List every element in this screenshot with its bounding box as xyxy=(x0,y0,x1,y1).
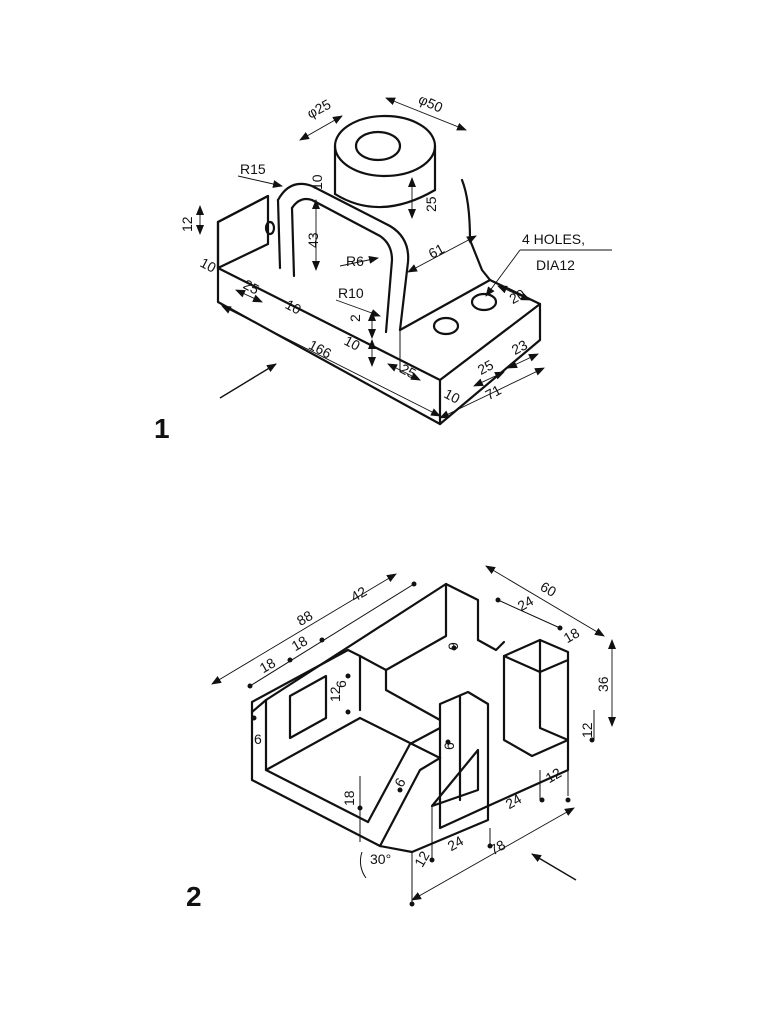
dim-71: 71 xyxy=(482,381,503,403)
dim-10-c: 10 xyxy=(342,332,363,354)
figure-1-number: 1 xyxy=(154,413,170,444)
dim-25-c: 25 xyxy=(475,356,496,378)
holes-note-line2: DIA12 xyxy=(536,257,575,273)
dim-166: 166 xyxy=(306,336,334,361)
dim-6-b: 6 xyxy=(254,731,262,747)
dim-36: 36 xyxy=(595,676,611,692)
angle-30: 30° xyxy=(370,851,391,867)
dim-6-a: 6 xyxy=(333,680,349,688)
figure-2-number: 2 xyxy=(186,881,202,912)
dim-12-right: 12 xyxy=(579,722,595,738)
dim-2: 2 xyxy=(347,314,363,322)
dim-18-h: 18 xyxy=(341,790,357,806)
dim-r10: R10 xyxy=(338,285,364,301)
dim-12-c: 12 xyxy=(543,764,565,786)
dim-24-b: 24 xyxy=(445,832,467,854)
dim-10-b: 10 xyxy=(283,296,304,318)
dim-12-vert: 12 xyxy=(327,686,343,702)
dim-10-d: 10 xyxy=(441,385,462,407)
dim-r15: R15 xyxy=(240,161,266,177)
dim-24-c: 24 xyxy=(503,790,525,812)
dim-61: 61 xyxy=(426,240,447,262)
dim-r6: R6 xyxy=(346,253,364,269)
figure-2-text: 88 42 60 24 18 18 18 12 6 6 36 12 9 6 6 … xyxy=(186,578,611,912)
figure-2-block xyxy=(250,582,570,854)
dim-24-top: 24 xyxy=(515,592,537,614)
dim-25-b: 25 xyxy=(398,360,419,382)
dim-18-top: 18 xyxy=(561,624,583,646)
dim-12: 12 xyxy=(179,216,195,232)
dim-12-b: 12 xyxy=(411,848,433,870)
dim-60: 60 xyxy=(538,578,560,600)
dim-25-a: 25 xyxy=(241,276,262,298)
figure-1-text: φ25 φ50 R15 10 43 R6 R10 61 25 4 HOLES, … xyxy=(154,91,585,444)
dim-42: 42 xyxy=(348,583,370,605)
figure-1-dimensions xyxy=(196,97,612,419)
dim-18-b: 18 xyxy=(289,632,311,654)
dim-10-top: 10 xyxy=(309,174,325,190)
figure-2-dimensions xyxy=(211,565,616,907)
dim-18-a: 18 xyxy=(257,654,279,676)
dim-23: 23 xyxy=(509,336,530,358)
dim-phi25: φ25 xyxy=(304,96,333,122)
dim-6-d: 6 xyxy=(391,775,409,790)
dim-10-a: 10 xyxy=(198,254,219,276)
dim-9: 9 xyxy=(445,642,461,650)
dim-25-vert: 25 xyxy=(423,196,439,212)
dim-78: 78 xyxy=(487,836,509,858)
dim-6-c: 6 xyxy=(441,742,457,750)
dim-20: 20 xyxy=(506,285,527,307)
holes-note-line1: 4 HOLES, xyxy=(522,231,585,247)
dim-43: 43 xyxy=(305,232,321,248)
dim-88: 88 xyxy=(294,607,316,629)
